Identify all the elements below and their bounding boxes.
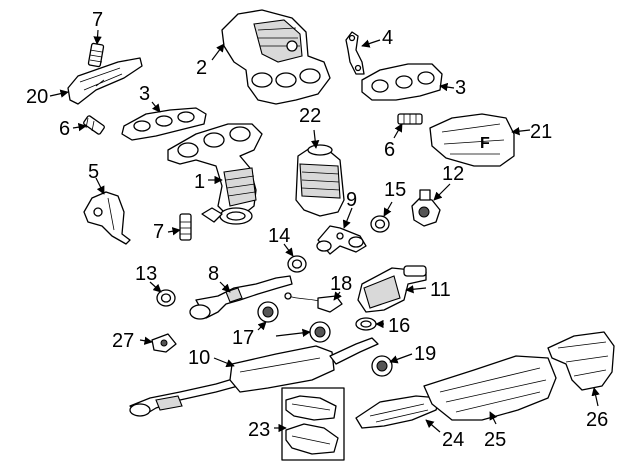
callout-19: 19 [414, 343, 436, 365]
callout-27: 27 [112, 330, 134, 352]
callout-7-lower: 7 [153, 221, 164, 243]
callout-14: 14 [268, 225, 290, 247]
gasket-part-13[interactable] [156, 289, 176, 307]
leader-lines [49, 29, 600, 433]
catalytic-converter-part-22[interactable] [295, 144, 345, 217]
mount-cushion-part-17[interactable] [257, 301, 331, 343]
front-pipe-part-8[interactable] [189, 275, 293, 320]
callout-13: 13 [135, 263, 157, 285]
bracket-part-5[interactable] [83, 191, 131, 245]
gasket-part-3-left[interactable] [121, 107, 207, 141]
callout-7-top: 7 [92, 9, 103, 31]
callout-12: 12 [442, 163, 464, 185]
callout-15: 15 [384, 179, 406, 201]
muffler-part-11[interactable] [357, 265, 427, 313]
callout-9: 9 [346, 189, 357, 211]
callout-11: 11 [430, 279, 451, 301]
tail-pipe-muffler-part-10[interactable] [129, 337, 379, 417]
callout-6-right: 6 [384, 139, 395, 161]
callout-25: 25 [484, 429, 506, 451]
callout-6-left: 6 [59, 118, 70, 140]
callout-3-right: 3 [455, 77, 466, 99]
callout-18: 18 [330, 273, 352, 295]
hanger-bracket-part-12[interactable] [411, 189, 441, 227]
callout-10: 10 [188, 347, 210, 369]
stud-part-7-lower[interactable] [179, 213, 192, 241]
callout-23: 23 [248, 419, 270, 441]
exhaust-manifold-converter-part-1[interactable] [167, 123, 263, 225]
callout-21: 21 [530, 121, 552, 143]
gasket-part-3-right[interactable] [361, 63, 443, 101]
ring-gasket-part-14[interactable] [287, 255, 307, 273]
insulator-set-part-23[interactable] [281, 387, 345, 461]
ring-gasket-part-15[interactable] [370, 215, 390, 233]
callout-3-left: 3 [139, 83, 150, 105]
hanger-part-19[interactable] [371, 355, 393, 377]
callout-1: 1 [194, 171, 205, 193]
floor-heat-insulator-part-25[interactable] [423, 355, 557, 421]
callout-2: 2 [196, 57, 207, 79]
callout-16: 16 [388, 315, 410, 337]
callout-numbers: 7 20 6 3 5 7 1 2 4 3 22 6 21 12 15 9 14 … [26, 9, 608, 451]
stud-part-7-top[interactable] [87, 42, 105, 68]
gasket-part-16[interactable] [355, 317, 377, 331]
oxygen-sensor-part-18[interactable] [284, 292, 343, 313]
callout-24: 24 [442, 429, 464, 451]
stud-part-6-right[interactable] [397, 113, 423, 125]
bracket-part-4[interactable] [345, 31, 365, 75]
callout-17: 17 [232, 327, 254, 349]
exhaust-manifold-converter-part-2[interactable] [221, 9, 331, 105]
heat-insulator-part-24[interactable] [355, 395, 441, 429]
callout-22: 22 [299, 105, 321, 127]
callout-26: 26 [586, 409, 608, 431]
heat-insulator-part-20[interactable] [67, 57, 143, 105]
part-marking-letter: F [480, 135, 490, 152]
stud-part-6-left[interactable] [83, 115, 105, 135]
heat-insulator-part-21[interactable]: F [429, 113, 515, 167]
callout-20: 20 [26, 86, 48, 108]
callout-5: 5 [88, 161, 99, 183]
rear-heat-insulator-part-26[interactable] [547, 331, 615, 391]
callout-4: 4 [382, 27, 393, 49]
clamp-part-27[interactable] [151, 333, 177, 353]
callout-8: 8 [208, 263, 219, 285]
pipe-joint-part-9[interactable] [316, 225, 367, 255]
